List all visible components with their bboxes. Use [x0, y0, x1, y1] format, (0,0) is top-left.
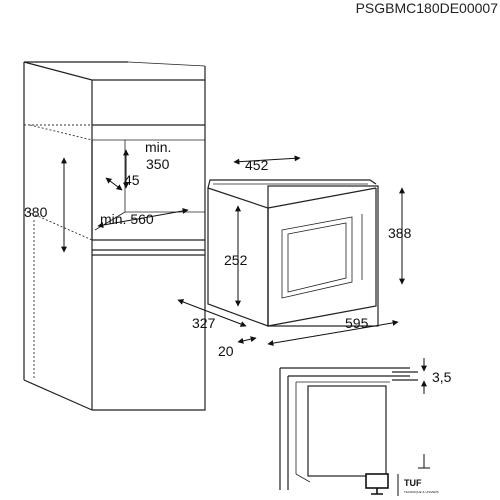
appliance-front: [267, 185, 379, 327]
width-arrow: [267, 319, 399, 347]
brand-name: TUF: [404, 478, 422, 488]
niche-outline: [91, 140, 205, 241]
appliance-front-panel: [267, 188, 377, 327]
document-code: PSGBMC180DE00007: [356, 0, 499, 16]
min-height-value: 350: [146, 156, 170, 172]
watermark: TUF TECHNIQUE & UNIVERS: [365, 473, 439, 496]
min-width-arrow: [97, 207, 189, 229]
appliance-window-inner: [287, 222, 347, 293]
door-offset-label: 20: [218, 343, 234, 359]
appliance-window: [281, 216, 353, 299]
detail-corner: [295, 473, 311, 483]
angle-45-label: 45: [124, 172, 140, 188]
detail-section: 3,5: [279, 358, 452, 490]
cabinet-height-label: 380: [24, 204, 48, 220]
height-label: 388: [388, 225, 412, 241]
niche-floor-hidden: [23, 209, 93, 241]
gap-label: 3,5: [432, 369, 452, 385]
angle-45-arrow: [105, 177, 123, 191]
side-depth-arrow: [177, 299, 247, 327]
min-width-label: min. 560: [100, 211, 154, 227]
cabinet-top-edge: [23, 61, 206, 81]
cabinet-bottom-front: [92, 400, 206, 411]
inner-height-label: 252: [224, 252, 248, 268]
cabinet-top-side: [127, 61, 206, 67]
appliance-top: [207, 179, 377, 189]
detail-appliance: [307, 385, 387, 477]
appliance-dimensions: 452 252 388 595 327 20: [177, 155, 412, 359]
door-offset-arrow: [237, 336, 257, 344]
monitor-icon: [365, 473, 389, 489]
side-depth-label: 327: [192, 315, 216, 331]
appliance-drawing: [207, 179, 379, 327]
min-height-label: min.: [145, 139, 171, 155]
width-label: 595: [345, 315, 369, 331]
depth-label: 452: [245, 157, 269, 173]
brand-tagline: TECHNIQUE & UNIVERS: [404, 490, 439, 494]
monitor-stand-icon: [371, 488, 383, 495]
upper-shelf-hidden: [29, 124, 93, 141]
cabinet-dimensions: min. 350 45 380 min. 560: [24, 139, 189, 253]
depth-arrow: [233, 155, 301, 165]
appliance-top-front: [267, 187, 377, 209]
cabinet-bottom-left: [23, 379, 93, 411]
cabinet-drawing: [23, 61, 206, 411]
